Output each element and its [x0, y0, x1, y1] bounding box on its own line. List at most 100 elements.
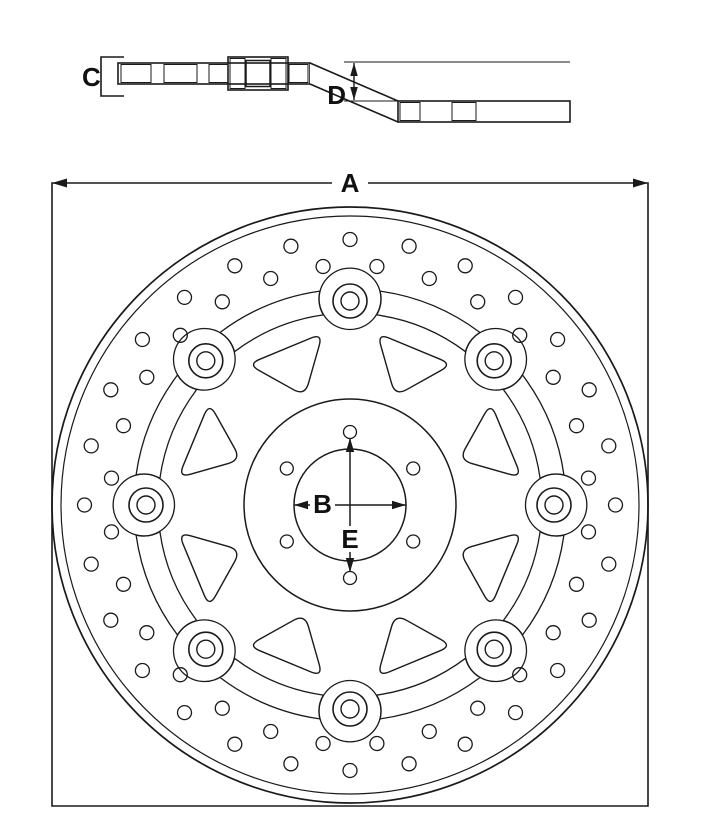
float-button-inner: [196, 639, 216, 659]
drill-hole: [369, 258, 385, 275]
arrowhead-up-icon: [350, 63, 358, 76]
drill-hole: [227, 258, 243, 274]
float-button-outer: [536, 487, 572, 523]
drill-hole: [545, 625, 561, 641]
spoke-windows: [180, 335, 520, 675]
arrowhead-down-icon: [345, 558, 355, 572]
hatch-segment: [208, 64, 229, 83]
arrowhead-right-icon: [633, 178, 648, 188]
drill-hole: [457, 258, 473, 274]
offset-reference-lines: [344, 61, 570, 102]
drill-hole: [115, 576, 132, 592]
drill-hole: [401, 756, 417, 772]
spoke-window: [462, 534, 520, 603]
float-button-outer: [476, 342, 513, 379]
bolt-hole: [342, 424, 358, 440]
float-button-outer: [476, 631, 513, 668]
drill-hole: [315, 258, 331, 275]
float-button-outer: [188, 631, 224, 668]
thickness-bracket: [100, 56, 124, 97]
label-knockout: [310, 491, 335, 517]
drill-hole: [76, 497, 93, 513]
float-buttons: [128, 283, 572, 727]
bolt-hole: [406, 534, 421, 549]
drill-hole: [507, 704, 524, 721]
drill-hole: [607, 497, 624, 513]
hatch-segment: [229, 58, 246, 89]
drill-hole: [568, 418, 585, 434]
float-button-outer: [332, 691, 368, 727]
drill-hole: [103, 470, 120, 486]
drill-hole: [581, 382, 597, 398]
drill-hole: [421, 270, 437, 287]
arrowhead-left-icon: [294, 500, 308, 510]
disc-rim-line: [60, 215, 640, 795]
drill-hole: [369, 735, 385, 752]
drill-hole: [549, 331, 566, 348]
friction-band-section: [117, 62, 311, 85]
float-button-outer: [188, 342, 224, 379]
cross-section-view: C D: [82, 56, 571, 123]
drill-hole: [470, 294, 486, 310]
outer-diameter-box: [51, 182, 649, 807]
drill-hole: [83, 556, 99, 572]
drill-hole: [139, 625, 155, 641]
arrowhead-up-icon: [345, 438, 355, 452]
arrowhead-left-icon: [52, 178, 67, 188]
drill-hole: [103, 612, 119, 628]
dim-label-offset: D: [327, 80, 346, 110]
bolt-hole: [342, 570, 358, 586]
drill-hole: [263, 270, 279, 287]
drill-hole: [457, 736, 473, 752]
button-section: [227, 56, 289, 91]
carrier-outer-edge: [112, 267, 588, 743]
drill-hole: [601, 556, 617, 572]
dim-label-thickness: C: [82, 62, 101, 92]
drill-hole: [568, 576, 585, 592]
drill-hole: [512, 667, 528, 683]
drill-hole: [342, 762, 358, 779]
spoke-window: [462, 407, 520, 476]
drill-hole: [283, 238, 299, 254]
dim-label-bore: B: [313, 489, 332, 519]
bolt-hole: [279, 461, 294, 476]
hatch-segment: [399, 102, 421, 121]
arrowhead-right-icon: [392, 500, 406, 510]
drill-hole: [421, 723, 437, 740]
drill-hole: [263, 723, 279, 740]
drill-hole: [103, 524, 120, 540]
drill-hole: [227, 736, 243, 752]
drill-hole-rings: [76, 231, 624, 779]
drill-hole: [342, 231, 358, 248]
drill-hole: [580, 524, 597, 540]
front-view: A B E: [51, 168, 649, 807]
hatch-segment: [163, 64, 198, 83]
drill-hole: [470, 700, 486, 716]
hub-circle: [243, 398, 457, 612]
drill-hole: [134, 662, 151, 679]
drill-hole: [512, 327, 528, 343]
hatch-segment: [451, 102, 477, 121]
drill-hole: [176, 289, 193, 306]
drill-hole: [103, 382, 119, 398]
float-button-inner: [484, 351, 504, 371]
hatch-segment: [270, 58, 287, 89]
bolt-hole: [406, 461, 421, 476]
float-button-inner: [136, 495, 156, 515]
drill-hole: [134, 331, 151, 348]
float-button-inner: [196, 351, 216, 371]
drill-hole: [315, 735, 331, 752]
float-button-outer: [332, 283, 368, 319]
drill-hole: [283, 756, 299, 772]
button-bore-section: [245, 59, 271, 88]
float-button-outer: [128, 487, 164, 523]
drill-hole: [549, 662, 566, 679]
drill-hole: [601, 438, 617, 454]
dim-label-outer-diameter: A: [341, 168, 360, 198]
spoke-window: [379, 617, 448, 675]
arrowhead-down-icon: [350, 87, 358, 100]
drill-hole: [172, 667, 188, 683]
carrier-section: [397, 100, 571, 123]
